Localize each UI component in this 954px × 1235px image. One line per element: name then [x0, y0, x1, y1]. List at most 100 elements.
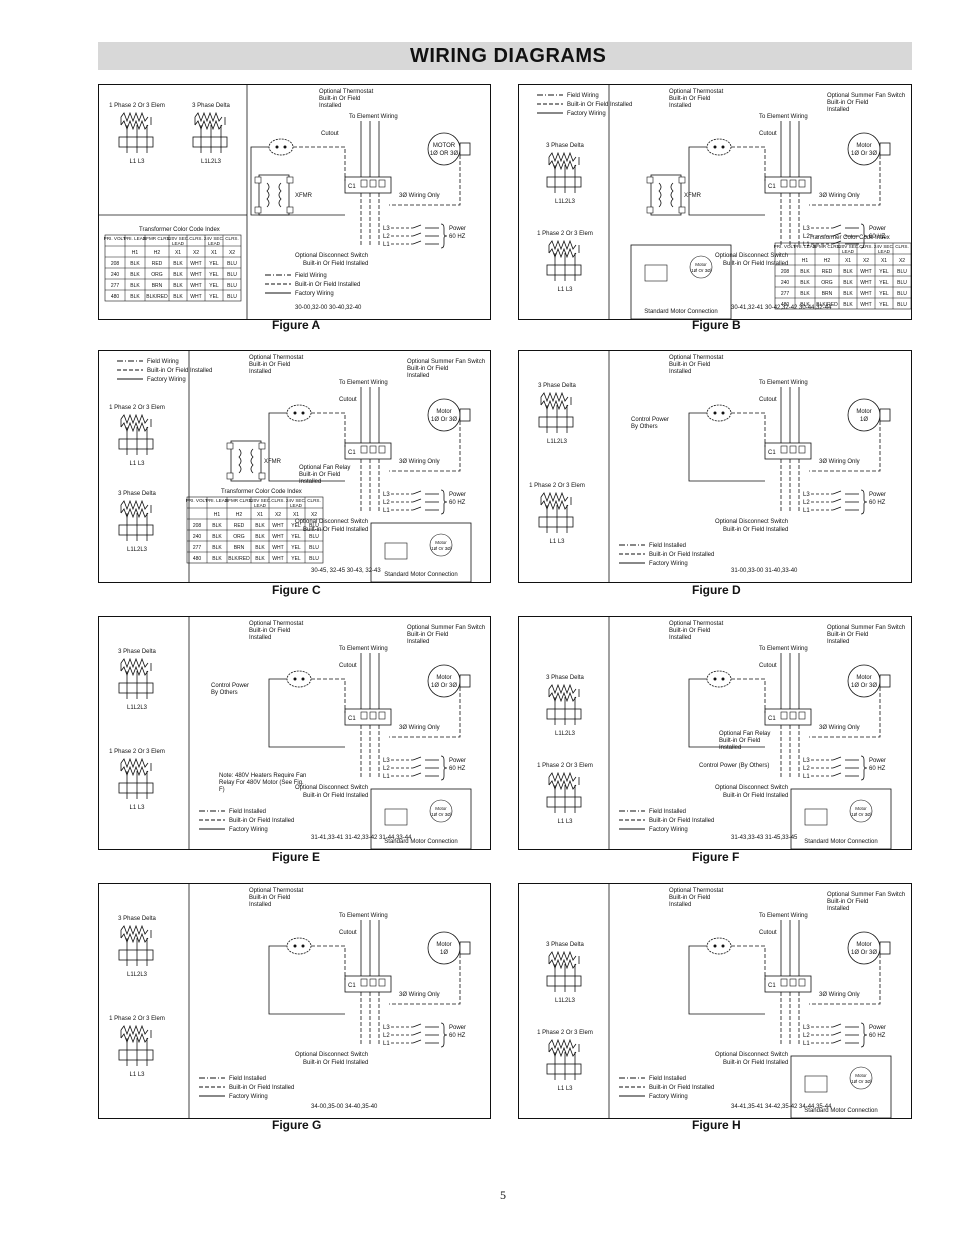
heater-lines-label: L1 L3 — [129, 805, 145, 811]
legend-item: Factory Wiring — [649, 827, 688, 833]
motor-sub-label: 1Ø Or 3Ø — [851, 151, 877, 157]
power-label: Power — [449, 492, 466, 498]
fan-switch-label-line: Installed — [407, 639, 429, 645]
table-cell: WHT — [860, 269, 871, 275]
table-cell: BLK — [130, 283, 140, 289]
heater-lines-label: L1L2L3 — [555, 731, 576, 737]
motor-sub-label: 1Ø — [440, 950, 448, 956]
table-cell: 240 — [193, 534, 202, 540]
legend-item: Built-in Or Field Installed — [649, 552, 714, 558]
cutout-label: Cutout — [759, 930, 777, 936]
contactor: C1 — [764, 975, 812, 993]
table-header: CLRS. — [859, 244, 873, 249]
three-phase-only-label: 3Ø Wiring Only — [399, 459, 440, 465]
to-element-label: To Element Wiring — [759, 646, 808, 652]
motor-sub-label: 1Ø OR 3Ø — [430, 151, 459, 157]
motor-label: Motor — [856, 942, 871, 948]
contactor-label: C1 — [768, 184, 776, 190]
standard-motor-label: Standard Motor Connection — [384, 839, 457, 845]
table-cell: WHT — [190, 272, 201, 278]
thermostat-label-line: Installed — [249, 635, 271, 641]
heater-lines-label: L1L2L3 — [127, 547, 148, 553]
cutout-label: Cutout — [759, 131, 777, 137]
model-numbers: 30-00,32-00 30-40,32-40 — [295, 305, 362, 311]
legend-item: Built-in Or Field Installed — [649, 818, 714, 824]
line-label: L1 — [803, 1041, 810, 1047]
legend-item: Built-in Or Field Installed — [147, 368, 212, 374]
table-subheader: H2 — [154, 250, 161, 256]
xfmr-label: XFMR — [295, 193, 313, 199]
motor-sub-label: 1Ø — [860, 417, 868, 423]
table-title: Transformer Color Code Index — [221, 489, 302, 495]
table-header: 120V SEC. — [837, 244, 860, 249]
fan-switch-label-line: Built-in Or Field — [827, 100, 868, 106]
heater-lines-label: L1 L3 — [549, 539, 565, 545]
line-label: L3 — [803, 226, 810, 232]
disconnect-sub-label: Built-in Or Field Installed — [303, 793, 368, 799]
heater-label: 1 Phase 2 Or 3 Elem — [109, 405, 165, 411]
table-cell: BLU — [309, 523, 319, 529]
table-cell: BLK/RED — [228, 556, 250, 562]
fan-switch-label-line: Optional Summer Fan Switch — [827, 892, 905, 898]
legend-item: Built-in Or Field Installed — [229, 1085, 294, 1091]
wiring-lines — [268, 653, 461, 777]
small-motor-sub: 1Ø Or 3Ø — [691, 268, 711, 273]
line-label: L3 — [383, 226, 390, 232]
heater-label: 1 Phase 2 Or 3 Elem — [537, 763, 593, 769]
contactor: C1 — [344, 442, 392, 460]
legend-item: Factory Wiring — [147, 377, 186, 383]
table-cell: BLU — [897, 302, 907, 308]
heater-label: 1 Phase 2 Or 3 Elem — [109, 749, 165, 755]
hz-label: 60 HZ — [869, 1033, 886, 1039]
model-numbers: 31-43,33-43 31-45,33-45 — [731, 835, 798, 841]
to-element-label: To Element Wiring — [759, 380, 808, 386]
figure-caption: Figure G — [272, 1118, 322, 1132]
xfmr-label: XFMR — [684, 193, 702, 199]
table-cell: BLU — [897, 291, 907, 297]
disconnect-sub-label: Built-in Or Field Installed — [723, 793, 788, 799]
standard-motor-label: Standard Motor Connection — [804, 1108, 877, 1114]
motor-sub-label: 1Ø Or 3Ø — [431, 683, 457, 689]
table-header: LEAD — [290, 503, 303, 508]
table-header: 24V SEC. — [874, 244, 894, 249]
line-label: L2 — [803, 234, 810, 240]
cutout-label: Cutout — [339, 397, 357, 403]
table-cell: BLK — [800, 291, 810, 297]
table-cell: 240 — [781, 280, 790, 286]
fan-switch-label-line: Optional Summer Fan Switch — [407, 359, 485, 365]
fan-relay-label-line: Built-in Or Field — [719, 738, 760, 744]
table-subheader: H1 — [214, 512, 221, 518]
small-motor-sub: 1Ø Or 3Ø — [851, 1079, 871, 1084]
line-label: L2 — [383, 766, 390, 772]
contactor: C1 — [344, 975, 392, 993]
line-label: L3 — [383, 758, 390, 764]
fan-switch-label-line: Built-in Or Field — [407, 632, 448, 638]
table-cell: BLK — [255, 545, 265, 551]
table-header: PRI. VOLT. — [186, 498, 209, 503]
small-motor-label: Motor — [855, 806, 867, 811]
legend-item: Field Installed — [649, 543, 686, 549]
table-header: 120V SEC. — [167, 236, 190, 241]
thermostat-icon — [286, 670, 312, 688]
